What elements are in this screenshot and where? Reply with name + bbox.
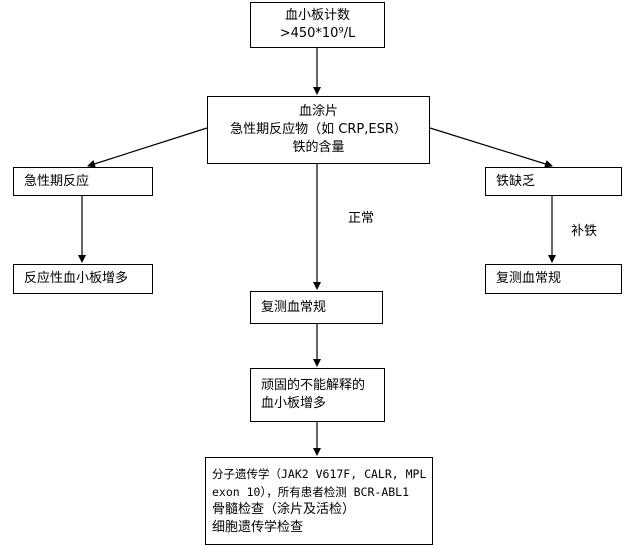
arrow-smear-to-iron-deficiency [429,127,553,168]
recheck-cbc-center-label: 复测血常规 [261,299,327,315]
smear-tests-line-3: 铁的含量 [292,140,345,155]
acute-phase-box: 急性期反应 [13,167,153,196]
platelet-count-line-2: >450*10⁹/L [279,26,356,41]
recheck-cbc-right-box: 复测血常规 [485,264,622,294]
unexplained-thrombocytosis-box: 顽固的不能解释的 血小板增多 [250,368,385,422]
smear-tests-line-2: 急性期反应物（如 CRP,ESR） [230,122,407,137]
workup-line-1: 分子遗传学（JAK2 V617F, CALR, MPL [212,467,427,481]
iron-deficiency-label: 铁缺乏 [496,173,536,189]
unexplained-line-1: 顽固的不能解释的 [261,378,366,393]
platelet-count-line-1: 血小板计数 [284,8,350,23]
recheck-cbc-center-box: 复测血常规 [250,291,383,324]
reactive-thrombocytosis-label: 反应性血小板增多 [24,271,129,286]
platelet-count-box: 血小板计数 >450*10⁹/L [250,2,385,48]
edge-label-normal: 正常 [348,211,375,226]
smear-tests-line-1: 血涂片 [298,104,338,119]
smear-tests-box: 血涂片 急性期反应物（如 CRP,ESR） 铁的含量 [207,96,430,164]
recheck-cbc-right-label: 复测血常规 [496,271,562,286]
iron-deficiency-box: 铁缺乏 [485,167,622,196]
acute-phase-label: 急性期反应 [24,173,90,189]
workup-line-3: 骨髓检查（涂片及活检） [212,502,356,517]
edge-label-iron-supplement: 补铁 [571,224,598,239]
reactive-thrombocytosis-box: 反应性血小板增多 [13,264,153,294]
workup-line-2: exon 10），所有患者检测 BCR-ABL1 [212,485,410,499]
workup-line-4: 细胞遗传学检查 [212,520,304,535]
workup-box: 分子遗传学（JAK2 V617F, CALR, MPL exon 10），所有患… [205,457,433,545]
arrow-smear-to-acute-phase [87,127,208,168]
unexplained-line-2: 血小板增多 [261,396,327,411]
